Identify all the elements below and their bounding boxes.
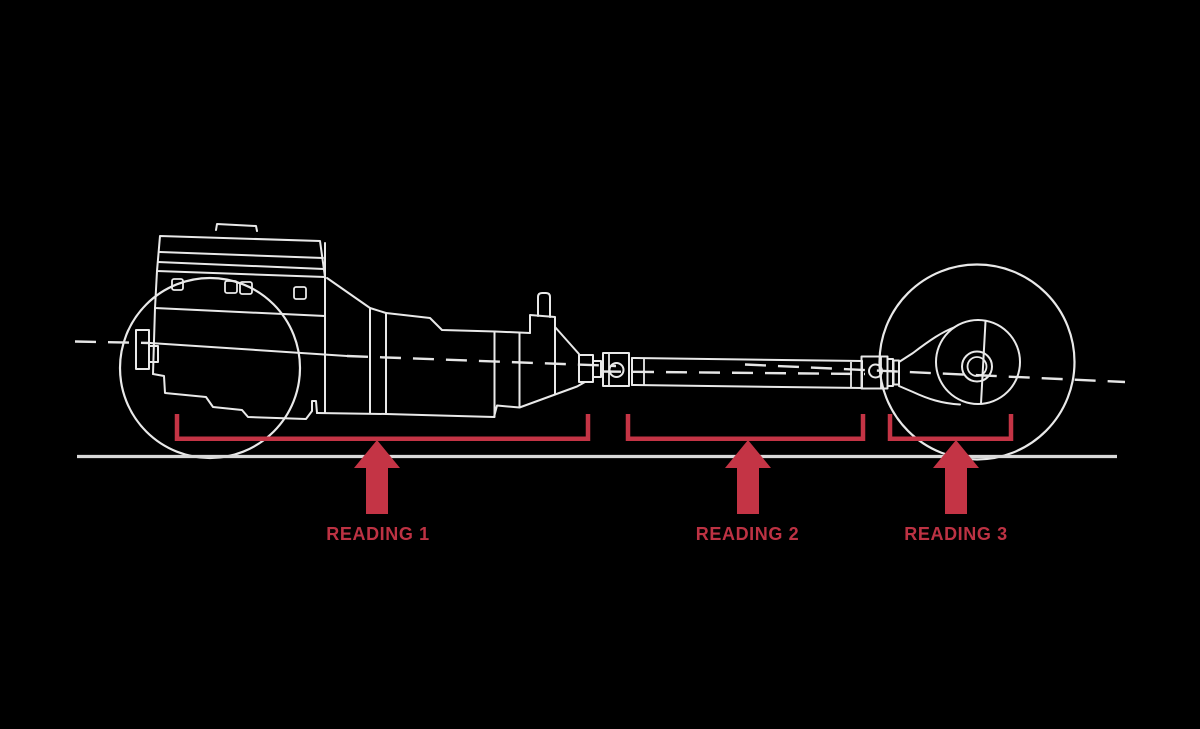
- crank-line: [149, 342, 348, 357]
- output-neck: [592, 360, 602, 378]
- rear-wheel: [878, 263, 1076, 461]
- gear-shifter: [537, 292, 551, 318]
- oil-pan: [152, 373, 318, 420]
- head-bolt: [171, 278, 184, 291]
- transmission: [316, 277, 602, 418]
- reading-2-up-arrow-icon: [725, 440, 771, 514]
- reading-3-label: READING 3: [904, 524, 1007, 544]
- shifter-base: [529, 314, 556, 334]
- reading-2-label: READING 2: [696, 524, 799, 544]
- front-u-joint: [602, 352, 630, 387]
- axle-housing: [935, 319, 1021, 405]
- u-joint-cap: [868, 363, 883, 379]
- reading-1-bracket: [174, 414, 591, 442]
- differential: [898, 319, 1021, 406]
- reading-3-up-arrow-icon: [933, 440, 979, 514]
- rear-u-joint: [860, 355, 900, 390]
- pinion-snout-bottom: [898, 385, 961, 406]
- diff-cover-edge: [980, 320, 987, 405]
- reading-annotations: READING 1 READING 2 READING 3: [174, 414, 1014, 544]
- pinion-flange: [892, 359, 900, 386]
- engine: [135, 223, 348, 420]
- head-bolt: [224, 280, 238, 294]
- reading-1-up-arrow-icon: [354, 440, 400, 514]
- head-bolt: [239, 281, 253, 295]
- reading-3-bracket: [887, 414, 1014, 442]
- head-bolt: [293, 286, 307, 300]
- u-joint-cap: [608, 362, 625, 378]
- oil-cap: [215, 223, 258, 232]
- reading-1-label: READING 1: [326, 524, 429, 544]
- pinion-bore: [966, 356, 988, 377]
- pinion-boss: [961, 350, 993, 383]
- reading-2-bracket: [625, 414, 866, 442]
- crank-hub: [148, 345, 159, 363]
